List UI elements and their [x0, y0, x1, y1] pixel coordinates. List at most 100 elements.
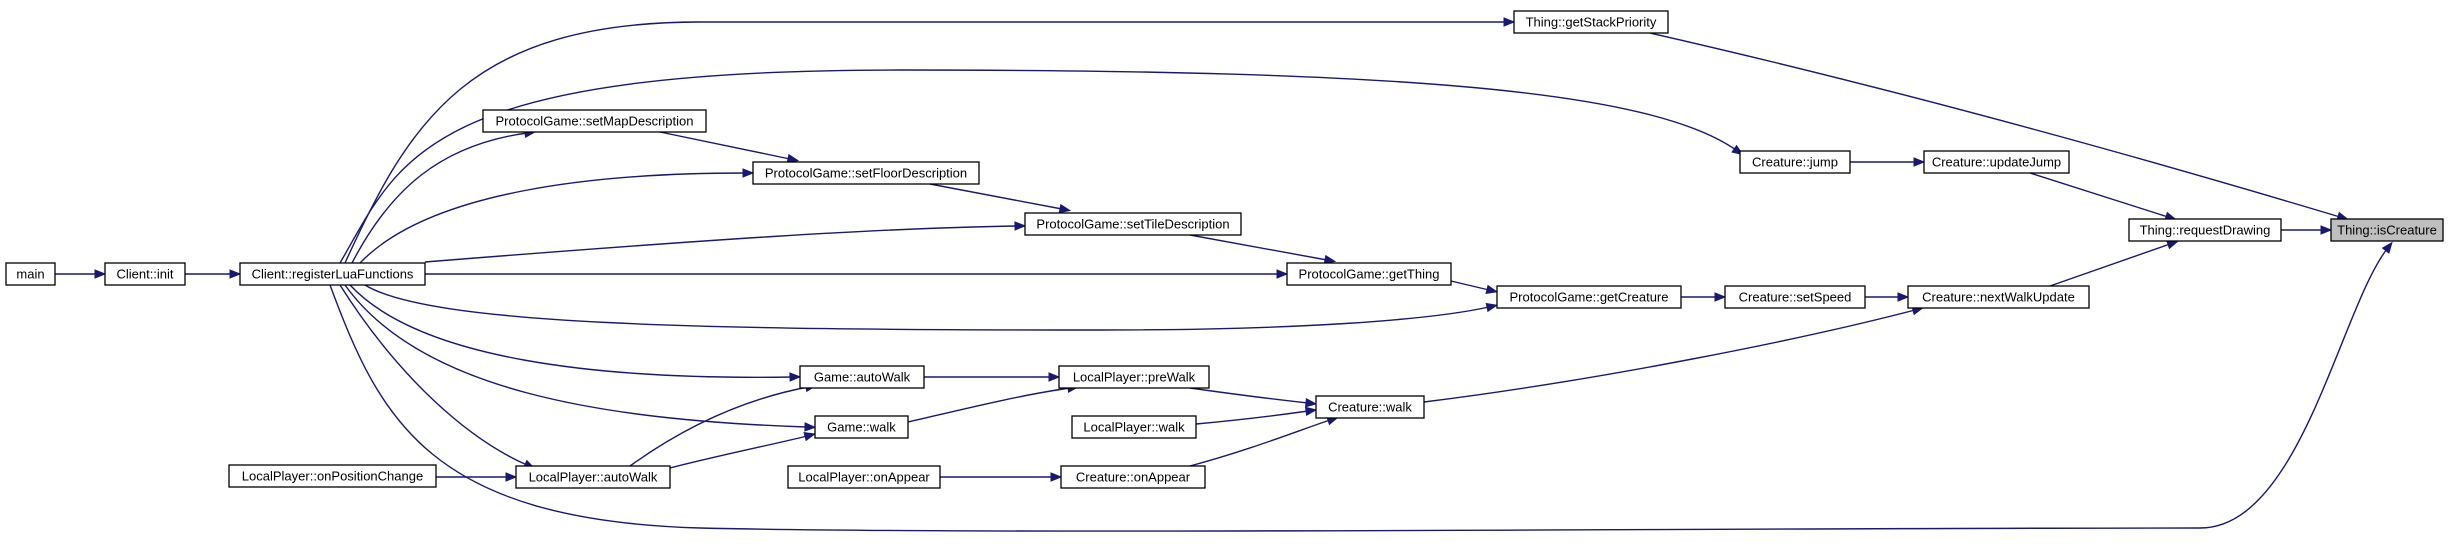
node-label: Creature::onAppear — [1076, 470, 1191, 485]
arrowhead — [1913, 157, 1926, 167]
node-box — [1060, 465, 1206, 489]
edge-pg_setmapdesc-to-pg_setfloordesc — [659, 131, 800, 164]
arrowhead — [2166, 240, 2179, 250]
node-game-walk[interactable]: Game::walk — [814, 415, 909, 439]
edge-register_lua-to-game_autowalk — [349, 284, 802, 382]
node-th-getstack[interactable]: Thing::getStackPriority — [1513, 10, 1669, 34]
edge-line — [364, 284, 1490, 331]
arrowhead — [786, 153, 800, 164]
node-box — [1739, 150, 1851, 174]
node-label: ProtocolGame::setTileDescription — [1036, 217, 1229, 232]
node-lp-autowalk[interactable]: LocalPlayer::autoWalk — [515, 465, 671, 489]
node-main[interactable]: main — [5, 262, 56, 286]
edge-register_lua-to-game_walk — [344, 284, 817, 432]
node-pg-getcreature[interactable]: ProtocolGame::getCreature — [1496, 285, 1682, 309]
node-pg-settiledesc[interactable]: ProtocolGame::setTileDescription — [1024, 212, 1242, 236]
edge-lp_onposchange-to-lp_autowalk — [436, 472, 518, 482]
edge-th_requestdraw-to-th_iscreature — [2281, 225, 2333, 235]
node-client-init[interactable]: Client::init — [104, 262, 186, 286]
node-cr-setspeed[interactable]: Creature::setSpeed — [1724, 285, 1866, 309]
edge-cr_nextwalk-to-th_requestdraw — [2049, 240, 2179, 287]
edge-client_init-to-register_lua — [185, 269, 242, 279]
node-cr-onappear[interactable]: Creature::onAppear — [1060, 465, 1206, 489]
node-label: main — [16, 267, 44, 282]
node-box — [482, 109, 707, 133]
arrowhead — [1714, 292, 1727, 302]
edge-line — [339, 69, 1737, 264]
edge-pg_setfloordesc-to-pg_settiledesc — [929, 183, 1072, 214]
arrowhead — [505, 472, 518, 482]
node-lp-onappear[interactable]: LocalPlayer::onAppear — [787, 465, 941, 489]
node-label: Client::registerLuaFunctions — [252, 267, 414, 282]
edge-game_walk-to-lp_prewalk — [907, 383, 1080, 423]
arrowhead — [1048, 372, 1061, 382]
nodes: main Client::init Client::registerLuaFunct… — [5, 10, 2444, 489]
node-cr-jump[interactable]: Creature::jump — [1739, 150, 1851, 174]
node-box — [1315, 395, 1425, 419]
node-pg-setfloordesc[interactable]: ProtocolGame::setFloorDescription — [752, 161, 980, 185]
edge-line — [359, 172, 746, 264]
edge-line — [659, 131, 791, 160]
arrowhead — [803, 432, 816, 442]
node-label: ProtocolGame::getCreature — [1510, 290, 1669, 305]
edge-line — [339, 284, 528, 466]
arrowhead — [1485, 284, 1499, 295]
node-lp-walk[interactable]: LocalPlayer::walk — [1071, 415, 1197, 439]
node-box — [814, 415, 909, 439]
node-box — [787, 465, 941, 489]
edge-line — [1189, 234, 1328, 261]
arrowhead — [1058, 203, 1072, 214]
edge-cr_setspeed-to-cr_nextwalk — [1865, 292, 1910, 302]
arrowhead — [1050, 472, 1063, 482]
edge-line — [1450, 280, 1490, 291]
node-cr-walk[interactable]: Creature::walk — [1315, 395, 1425, 419]
edge-line — [929, 183, 1063, 210]
edges — [55, 17, 2393, 532]
node-label: LocalPlayer::autoWalk — [529, 470, 658, 485]
node-cr-updatejump[interactable]: Creature::updateJump — [1923, 150, 2070, 174]
node-box — [1024, 212, 1242, 236]
node-th-iscreature[interactable]: Thing::isCreature — [2330, 218, 2444, 242]
edge-register_lua-to-th_getstack — [344, 17, 1516, 264]
node-lp-prewalk[interactable]: LocalPlayer::preWalk — [1058, 365, 1210, 389]
edge-line — [349, 284, 793, 378]
node-label: Creature::nextWalkUpdate — [1922, 290, 2075, 305]
node-lp-onposchange[interactable]: LocalPlayer::onPositionChange — [228, 464, 437, 488]
node-pg-setmapdesc[interactable]: ProtocolGame::setMapDescription — [482, 109, 707, 133]
node-box — [2128, 218, 2282, 242]
edge-pg_settiledesc-to-pg_getthing — [1189, 234, 1337, 265]
node-label: LocalPlayer::walk — [1083, 420, 1185, 435]
node-box — [1513, 10, 1669, 34]
arrowhead — [1014, 221, 1027, 231]
node-box — [515, 465, 671, 489]
edge-pg_getcreature-to-cr_setspeed — [1681, 292, 1727, 302]
arrowhead — [94, 269, 107, 279]
node-box — [752, 161, 980, 185]
arrowhead — [1503, 17, 1516, 27]
node-th-requestdraw[interactable]: Thing::requestDrawing — [2128, 218, 2282, 242]
edge-line — [344, 284, 808, 428]
edge-register_lua-to-pg_getthing — [425, 269, 1289, 279]
arrowhead — [1897, 292, 1910, 302]
arrowhead — [229, 269, 242, 279]
node-box — [1058, 365, 1210, 389]
edge-line — [669, 435, 808, 469]
node-box — [239, 262, 426, 286]
edge-lp_prewalk-to-cr_walk — [1189, 387, 1318, 408]
node-cr-nextwalk[interactable]: Creature::nextWalkUpdate — [1907, 285, 2090, 309]
arrowhead — [1276, 269, 1289, 279]
node-game-autowalk[interactable]: Game::autoWalk — [799, 365, 925, 389]
edge-line — [907, 387, 1071, 423]
edge-cr_updatejump-to-th_requestdraw — [2029, 172, 2177, 221]
node-pg-getthing[interactable]: ProtocolGame::getThing — [1286, 262, 1452, 286]
node-register-lua[interactable]: Client::registerLuaFunctions — [239, 262, 426, 286]
edge-lp_walk-to-cr_walk — [1195, 406, 1318, 425]
edge-line — [2029, 172, 2169, 218]
edge-line — [424, 225, 1018, 263]
edge-line — [1195, 410, 1309, 425]
node-label: Creature::setSpeed — [1739, 290, 1852, 305]
arrowhead — [2320, 225, 2333, 235]
edge-lp_autowalk-to-game_autowalk — [629, 382, 818, 467]
node-label: LocalPlayer::onAppear — [798, 470, 930, 485]
